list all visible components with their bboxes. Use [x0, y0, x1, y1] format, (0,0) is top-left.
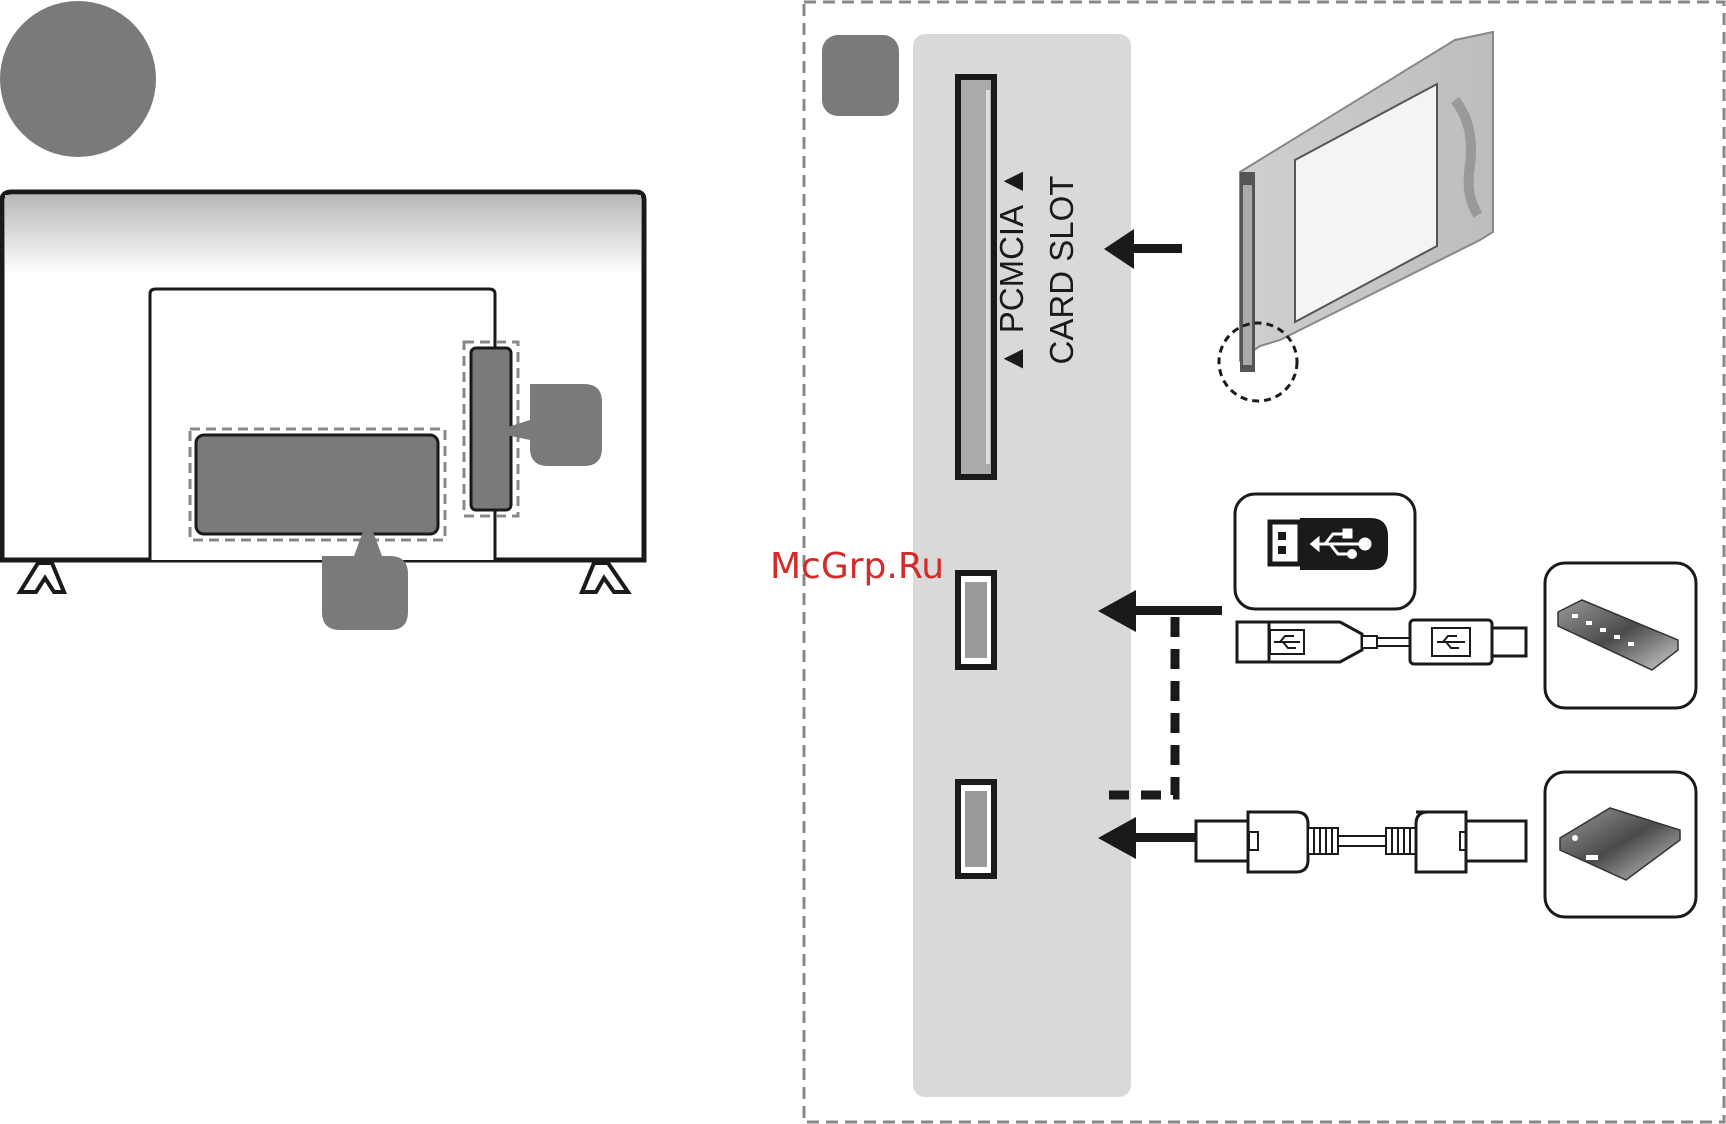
usb-port-1 — [955, 570, 997, 670]
slot-label-card-slot: CARD SLOT — [1043, 176, 1080, 365]
tv-rear-port-area — [190, 429, 445, 540]
usb-port-2 — [955, 779, 997, 879]
external-hdd-inset — [1545, 772, 1696, 917]
usb-hub-inset — [1545, 563, 1696, 708]
step-marker-circle — [0, 1, 156, 157]
usb-hdd-cable — [1196, 812, 1526, 872]
step-marker-square — [822, 35, 899, 116]
tv-foot-left — [20, 563, 64, 592]
watermark-text: McGrp.Ru — [770, 546, 944, 587]
usb-extension-cable — [1237, 620, 1526, 664]
slot-label-pcmcia: ▲ PCMCIA ▲ — [993, 165, 1030, 375]
tv-foot-right — [582, 563, 628, 592]
ci-card-module — [1219, 32, 1493, 401]
pcmcia-slot — [955, 74, 997, 480]
usb-flash-drive-inset — [1235, 494, 1415, 609]
